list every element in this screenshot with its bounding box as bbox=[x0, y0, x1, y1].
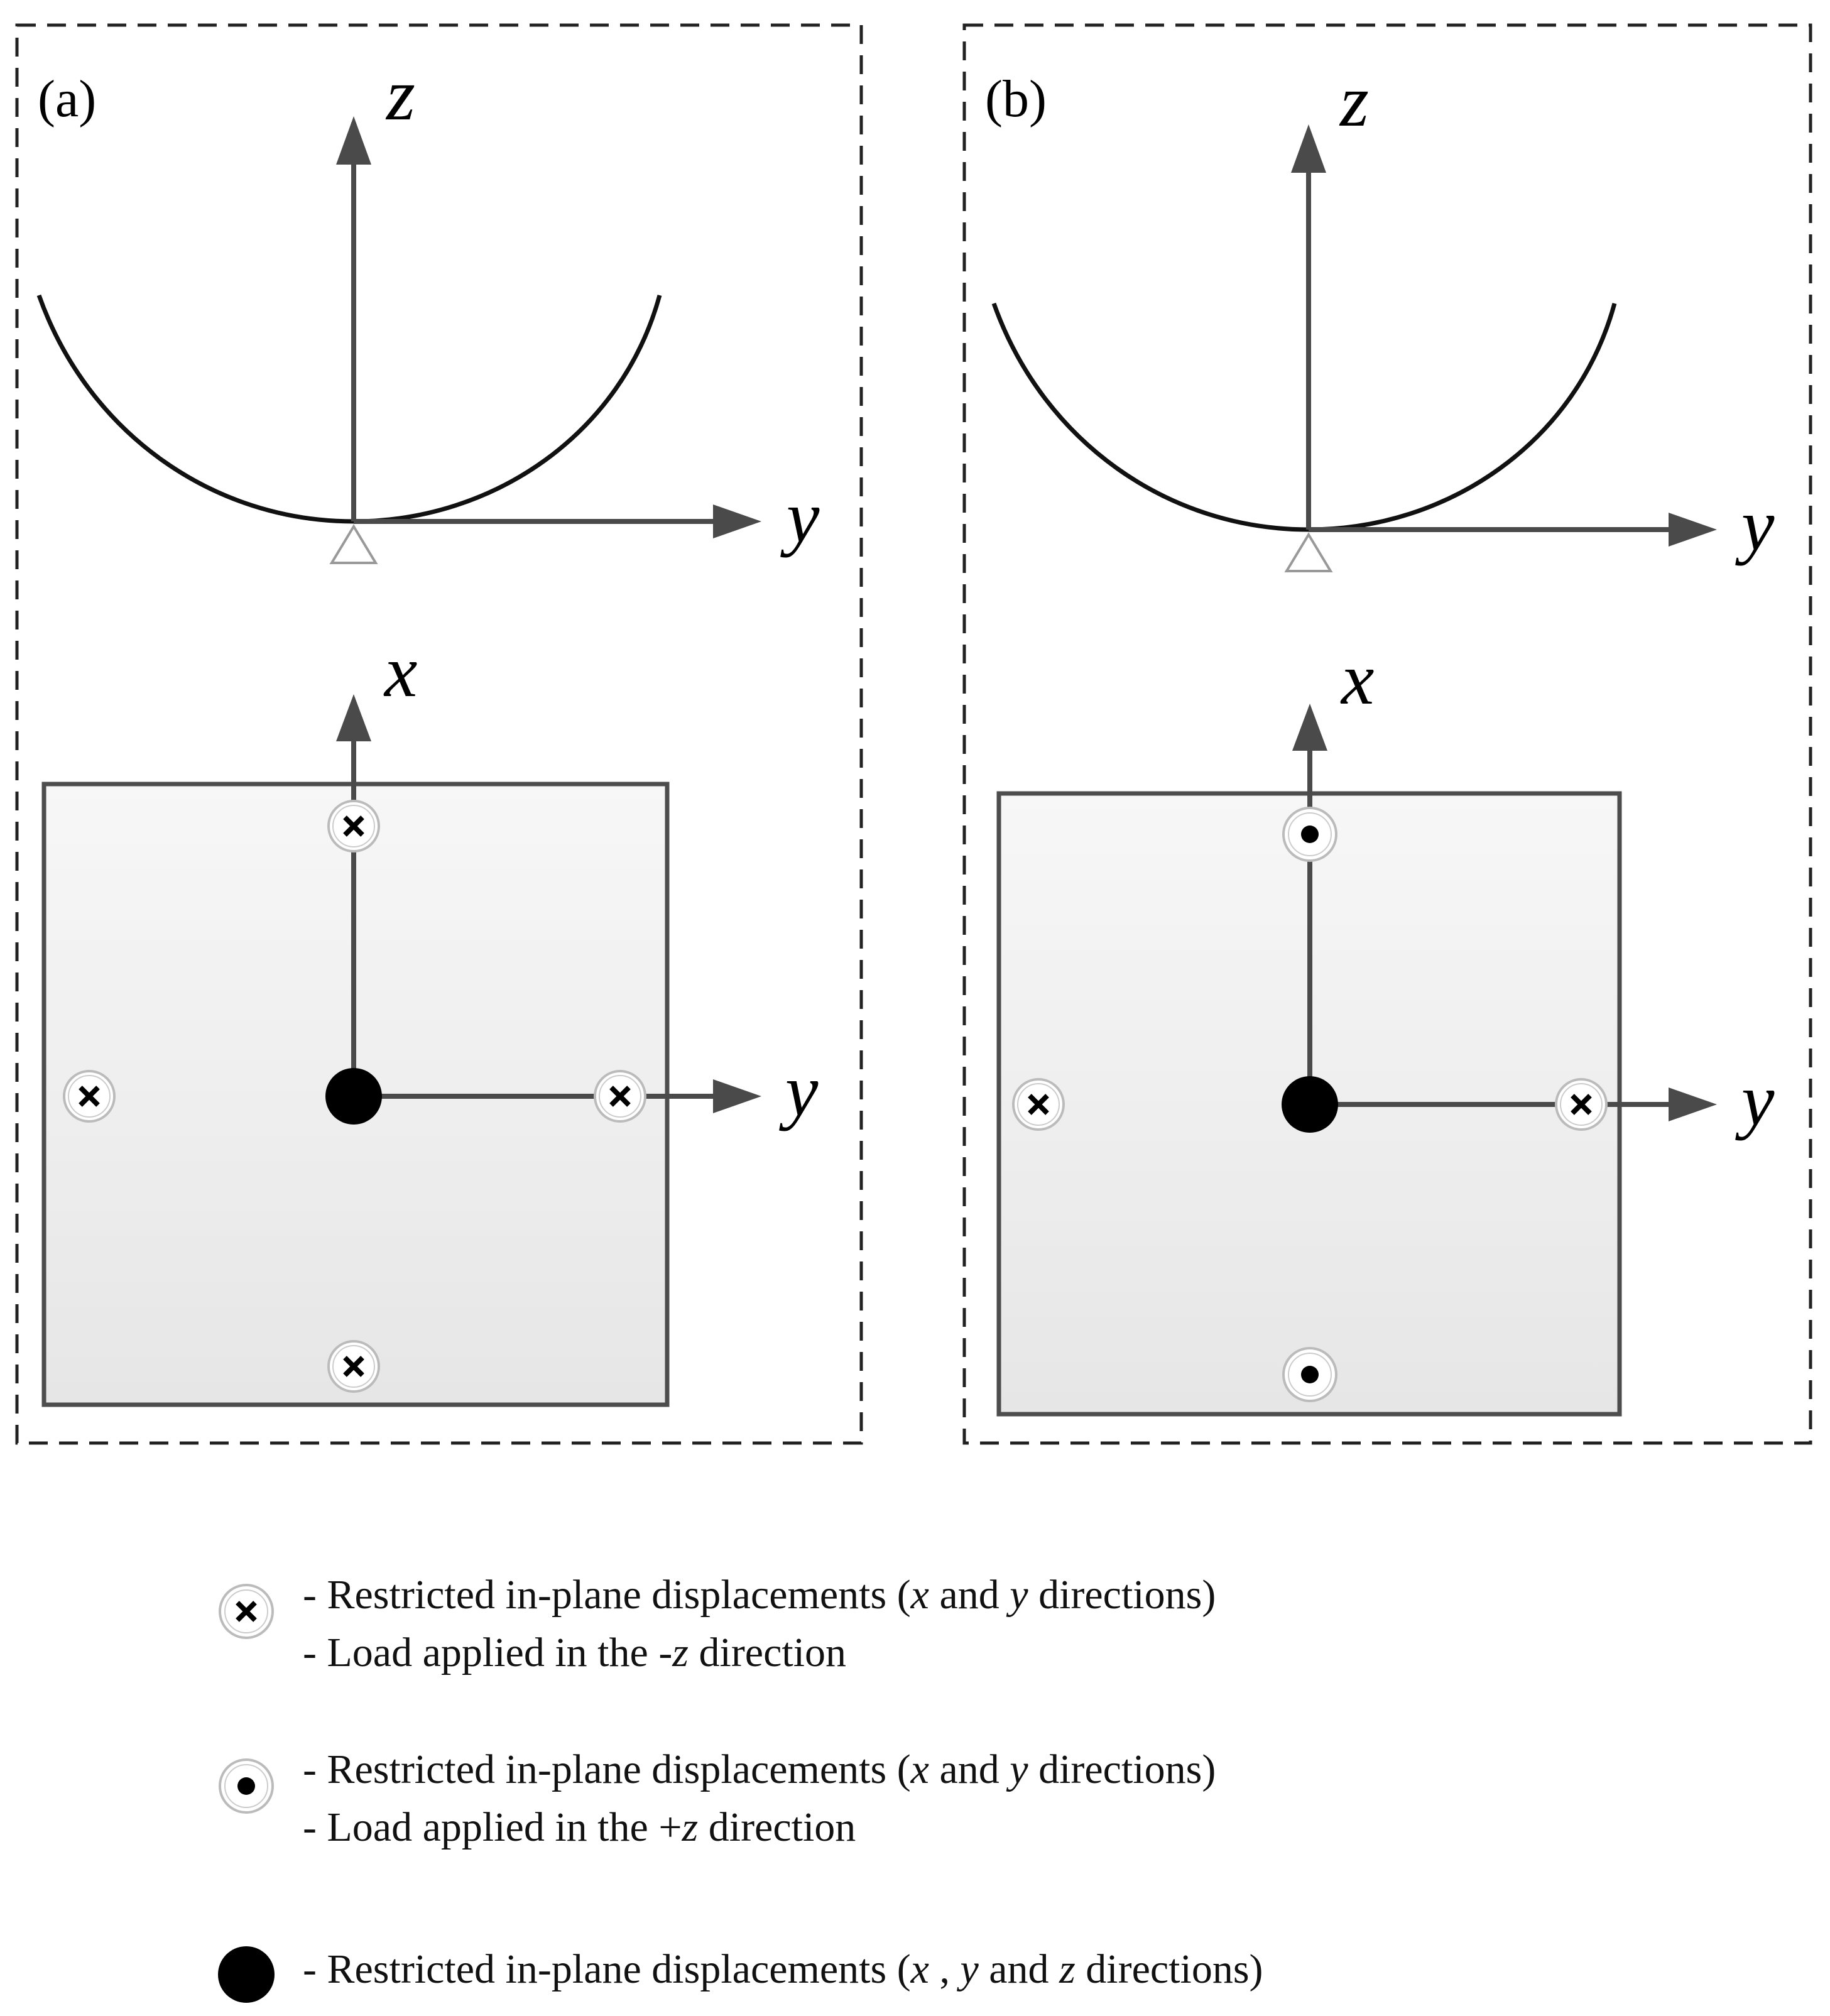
panel-b-marker-top-dot-icon bbox=[1282, 807, 1337, 862]
panel-a: (a) z y x y bbox=[15, 23, 863, 1445]
panel-a-marker-top-x-icon bbox=[327, 800, 380, 853]
panel-b-dashed-frame bbox=[962, 23, 1812, 1445]
panel-b: (b) z y x y bbox=[962, 23, 1812, 1445]
panel-b-label: (b) bbox=[985, 70, 1047, 128]
panel-b-y-arrowhead-plan bbox=[1669, 1087, 1717, 1121]
panel-a-profile-view: z y bbox=[36, 53, 820, 564]
panel-b-marker-left-x-icon bbox=[1012, 1078, 1065, 1131]
panel-b-y-label-plan: y bbox=[1735, 1059, 1775, 1141]
legend-dot-marker-icon bbox=[219, 1758, 274, 1814]
legend-dot-line-1: - Restricted in-plane displacements (x a… bbox=[303, 1746, 1216, 1792]
panel-a-x-label: x bbox=[383, 630, 417, 712]
panel-a-y-arrowhead-profile bbox=[713, 504, 761, 538]
panel-a-x-arrowhead bbox=[336, 694, 371, 741]
panel-b-z-arrowhead bbox=[1291, 124, 1326, 173]
legend-x-line-2: - Load applied in the -z direction bbox=[303, 1630, 846, 1675]
panel-a-marker-right-x-icon bbox=[594, 1070, 646, 1123]
panel-a-plan-view: x y bbox=[41, 630, 819, 1407]
panel-a-fixed-support-icon bbox=[325, 1068, 382, 1125]
legend-dot-line-2: - Load applied in the +z direction bbox=[303, 1804, 856, 1850]
panel-b-profile-view: z y bbox=[991, 60, 1775, 572]
legend: - Restricted in-plane displacements (x a… bbox=[218, 1572, 1263, 2003]
panel-a-z-arrowhead bbox=[336, 116, 371, 165]
panel-b-pin-support-icon bbox=[1284, 532, 1333, 572]
panel-b-y-arrowhead-profile bbox=[1669, 513, 1717, 547]
panel-b-curved-profile bbox=[991, 302, 1617, 532]
panel-b-plan-view: x y bbox=[996, 638, 1775, 1417]
legend-x-marker-icon bbox=[219, 1584, 274, 1639]
legend-fixed-marker-icon bbox=[218, 1946, 275, 2003]
panel-b-z-label: z bbox=[1339, 60, 1369, 142]
panel-a-z-label: z bbox=[385, 53, 415, 136]
legend-x-line-1: - Restricted in-plane displacements (x a… bbox=[303, 1572, 1216, 1618]
panel-a-y-label-profile: y bbox=[780, 476, 820, 558]
panel-b-y-label-profile: y bbox=[1735, 484, 1775, 566]
panel-b-x-arrowhead bbox=[1292, 704, 1327, 751]
panel-a-dashed-frame bbox=[15, 23, 863, 1445]
legend-fixed-line-1: - Restricted in-plane displacements (x ,… bbox=[303, 1946, 1263, 1992]
panel-a-y-arrowhead-plan bbox=[713, 1079, 761, 1113]
panel-a-pin-support-icon bbox=[329, 524, 378, 564]
panel-a-marker-bottom-x-icon bbox=[327, 1340, 380, 1393]
panel-a-marker-left-x-icon bbox=[63, 1070, 116, 1123]
panel-b-x-label: x bbox=[1340, 638, 1374, 720]
panel-a-curved-profile-fix bbox=[36, 294, 662, 524]
panel-b-fixed-support-icon bbox=[1282, 1076, 1338, 1133]
panel-b-marker-bottom-dot-icon bbox=[1282, 1347, 1337, 1402]
panel-a-y-label-plan: y bbox=[779, 1049, 819, 1131]
panel-b-marker-right-x-icon bbox=[1555, 1078, 1608, 1131]
panel-a-label: (a) bbox=[38, 70, 96, 128]
